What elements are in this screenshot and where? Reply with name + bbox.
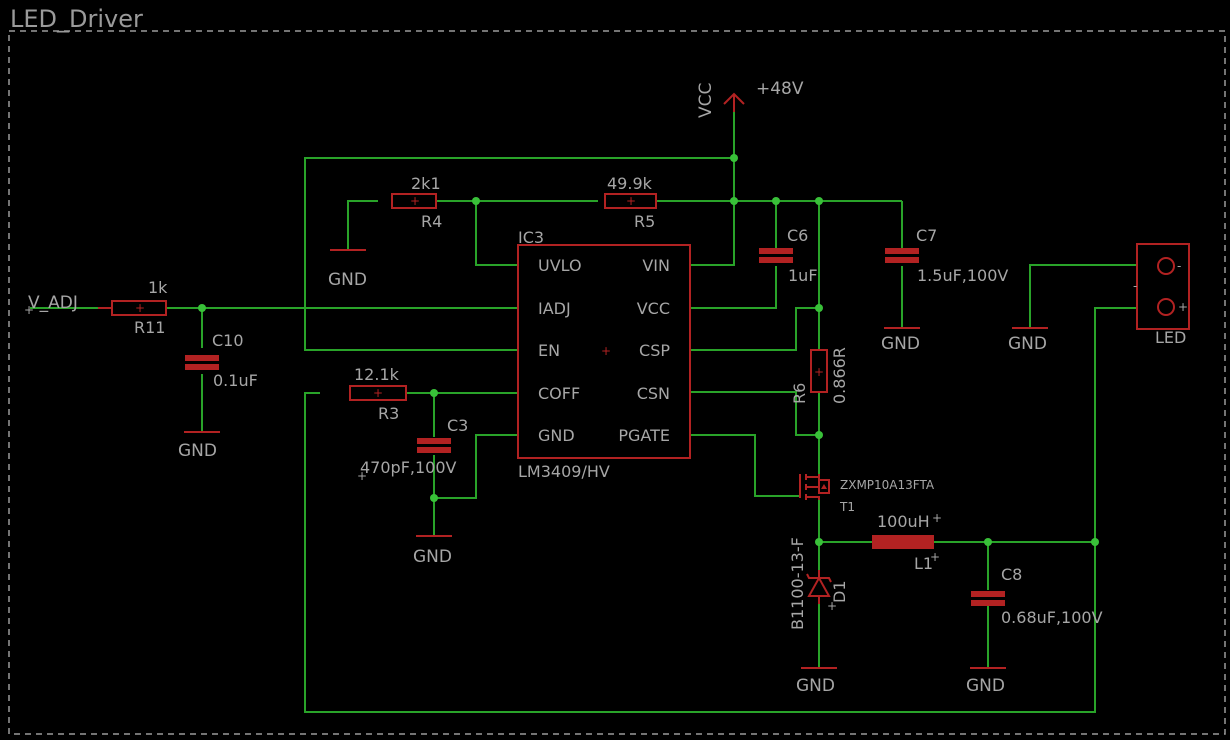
svg-text:1k: 1k: [148, 278, 168, 297]
svg-text:R6: R6: [790, 383, 809, 404]
svg-text:+: +: [357, 469, 367, 483]
svg-text:R5: R5: [634, 212, 655, 231]
gnd-symbol: GND: [328, 249, 367, 290]
svg-text:470pF,100V: 470pF,100V: [360, 458, 457, 477]
capacitor-c10: C10 0.1uF: [185, 331, 258, 390]
resistor-r11: + 1k R11: [98, 278, 168, 337]
frame-title: LED_Driver: [10, 5, 143, 33]
pin-vin: VIN: [642, 256, 670, 275]
gnd-symbol: GND: [1008, 327, 1048, 354]
pin-pgate: PGATE: [618, 426, 670, 445]
svg-text:+: +: [1178, 300, 1188, 314]
svg-text:GND: GND: [966, 676, 1005, 696]
capacitor-c7: C7 1.5uF,100V: [885, 226, 1008, 285]
svg-text:C8: C8: [1001, 565, 1022, 584]
pin-csp: CSP: [639, 341, 670, 360]
svg-text:LED: LED: [1155, 328, 1186, 347]
mosfet-t1: ZXMP10A13FTA T1: [799, 474, 935, 514]
svg-text:+: +: [373, 386, 383, 400]
svg-text:C3: C3: [447, 416, 468, 435]
pin-en: EN: [538, 341, 560, 360]
plus48v-label: +48V: [756, 79, 804, 99]
svg-text:0.1uF: 0.1uF: [213, 371, 258, 390]
svg-text:R4: R4: [421, 212, 442, 231]
gnd-symbol: GND: [413, 535, 452, 567]
svg-text:+: +: [626, 194, 636, 208]
svg-text:L1: L1: [914, 554, 933, 573]
pin-csn: CSN: [637, 384, 670, 403]
svg-text:GND: GND: [413, 547, 452, 567]
pin-gnd: GND: [538, 426, 575, 445]
svg-text:R11: R11: [134, 318, 165, 337]
ic3-lm3409: + IC3 LM3409/HV UVLO IADJ EN COFF GND VI…: [517, 228, 691, 481]
wires: [30, 104, 1137, 713]
inductor-l1: 100uH + L1 +: [872, 511, 942, 573]
svg-text:+: +: [930, 550, 940, 564]
svg-text:+: +: [814, 365, 824, 379]
svg-text:1.5uF,100V: 1.5uF,100V: [917, 266, 1008, 285]
gnd-symbol: GND: [881, 327, 920, 354]
net-label-v-adj: V_ADJ: [28, 293, 78, 313]
resistor-r4: + 2k1 R4: [391, 174, 442, 231]
junctions: [198, 154, 1099, 546]
svg-text:C7: C7: [916, 226, 937, 245]
gnd-symbol: GND: [178, 431, 220, 461]
svg-text:+: +: [135, 301, 145, 315]
pin-coff: COFF: [538, 384, 580, 403]
svg-text:-: -: [1177, 259, 1181, 273]
origin-cross: +: [24, 303, 34, 317]
capacitor-c6: C6 1uF: [759, 226, 818, 285]
ic3-name: IC3: [518, 228, 544, 247]
pin-iadj: IADJ: [538, 299, 571, 318]
svg-text:GND: GND: [328, 270, 367, 290]
svg-text:+: +: [410, 194, 420, 208]
svg-text:12.1k: 12.1k: [354, 365, 400, 384]
svg-text:0.68uF,100V: 0.68uF,100V: [1001, 608, 1103, 627]
svg-text:ZXMP10A13FTA: ZXMP10A13FTA: [840, 478, 935, 492]
svg-text:T1: T1: [839, 500, 855, 514]
vcc-label: VCC: [696, 83, 716, 118]
svg-text:GND: GND: [178, 441, 217, 461]
capacitor-c3: C3 470pF,100V +: [357, 416, 468, 483]
svg-text:49.9k: 49.9k: [607, 174, 653, 193]
resistor-r6: + 0.866R R6: [790, 347, 849, 404]
svg-text:-: -: [1133, 279, 1137, 293]
svg-text:C10: C10: [212, 331, 244, 350]
pin-vcc: VCC: [637, 299, 670, 318]
svg-text:+: +: [827, 599, 837, 613]
resistor-r3: + 12.1k R3: [349, 365, 407, 423]
svg-text:R3: R3: [378, 404, 399, 423]
capacitor-c8: C8 0.68uF,100V: [971, 565, 1103, 627]
svg-text:B1100-13-F: B1100-13-F: [788, 537, 807, 630]
svg-text:100uH: 100uH: [877, 512, 930, 531]
led-connector: - + LED -: [1133, 243, 1190, 347]
pin-uvlo: UVLO: [538, 256, 582, 275]
sheet-frame: [8, 30, 1226, 735]
svg-text:GND: GND: [796, 676, 835, 696]
svg-text:1uF: 1uF: [788, 266, 818, 285]
svg-text:+: +: [932, 511, 942, 525]
gnd-symbol: GND: [966, 667, 1006, 696]
resistor-r5: + 49.9k R5: [604, 174, 657, 231]
vcc-supply-symbol: VCC +48V: [696, 79, 804, 118]
gnd-symbol: GND: [796, 667, 837, 696]
svg-text:C6: C6: [787, 226, 808, 245]
svg-text:2k1: 2k1: [411, 174, 441, 193]
svg-text:0.866R: 0.866R: [830, 347, 849, 404]
svg-text:D1: D1: [830, 581, 849, 604]
svg-text:GND: GND: [881, 334, 920, 354]
svg-text:GND: GND: [1008, 334, 1047, 354]
diode-d1: B1100-13-F D1 +: [788, 537, 849, 630]
ic3-value: LM3409/HV: [518, 462, 610, 481]
svg-text:+: +: [601, 344, 611, 358]
